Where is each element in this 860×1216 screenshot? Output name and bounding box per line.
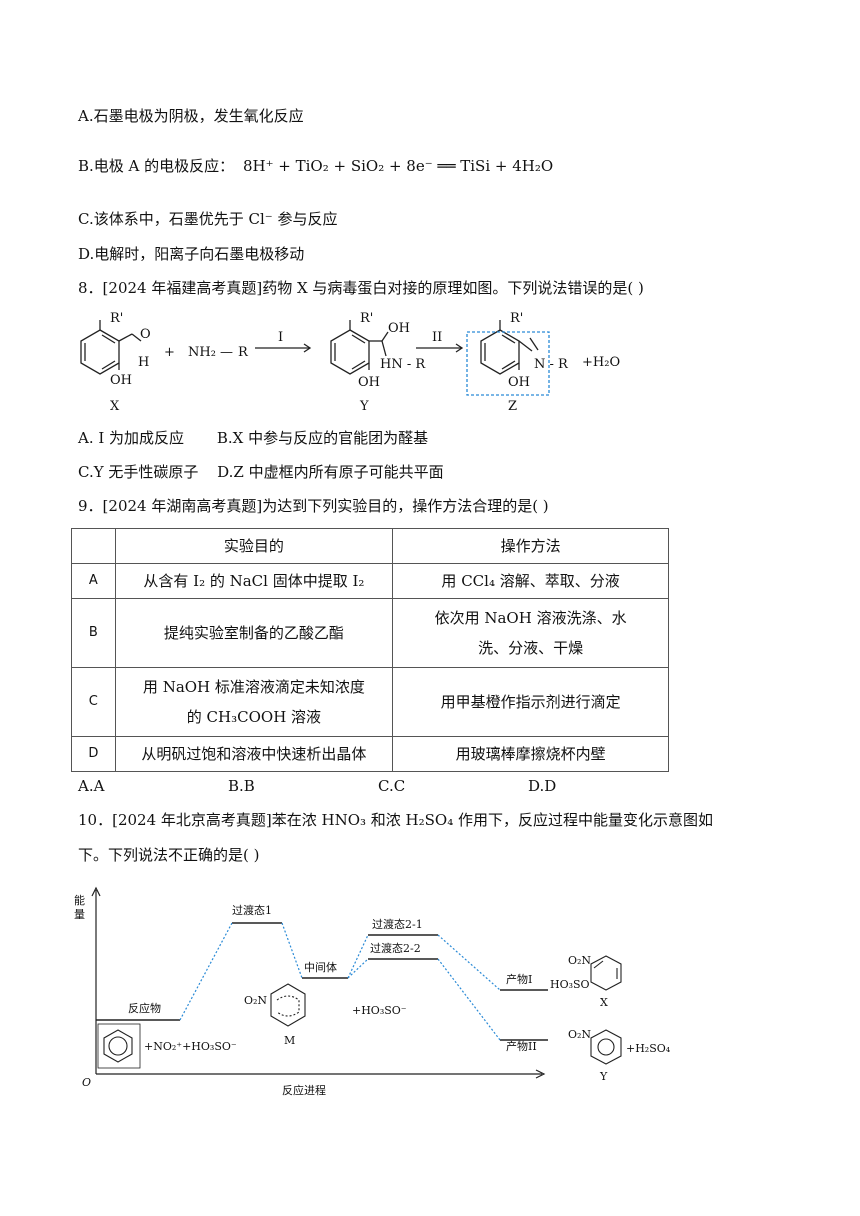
x-aldehyde-o: O: [140, 327, 151, 342]
label-product2: 产物II: [506, 1039, 537, 1053]
row-key: D: [71, 736, 116, 772]
y-oh: OH: [358, 375, 380, 390]
amine-r: R: [238, 345, 249, 360]
row-key: B: [71, 598, 116, 668]
row-method: 用甲基橙作指示剂进行滴定: [392, 667, 669, 737]
sigma-complex-m: [270, 983, 306, 1027]
q8-reaction-scheme: R' O H OH X + NH₂ — R I R' OH HN - R OH …: [80, 311, 620, 414]
q7-option-a: A.石墨电极为阴极，发生氧化反应: [78, 107, 304, 125]
label-reactants: 反应物: [128, 1001, 161, 1015]
step-1-label: I: [278, 330, 283, 345]
m-extra: +HO₃SO⁻: [352, 1004, 407, 1017]
z-oh: OH: [508, 375, 530, 390]
y-o2n: O₂N: [568, 1028, 591, 1041]
q8-option-d: D.Z 中虚框内所有原子可能共平面: [217, 463, 444, 481]
q10-stem-line2: 下。下列说法不正确的是( ): [78, 846, 260, 864]
label-ts1: 过渡态1: [232, 903, 272, 917]
y-axis-label-1: 能: [74, 893, 85, 907]
table-row: B 提纯实验室制备的乙酸乙酯 依次用 NaOH 溶液洗涤、水洗、分液、干燥: [71, 598, 669, 668]
row-purpose: 用 NaOH 标准溶液滴定未知浓度的 CH₃COOH 溶液: [114, 667, 394, 737]
table-header-row: 实验目的 操作方法: [71, 528, 669, 564]
label-y: Y: [359, 399, 369, 414]
label-ts22: 过渡态2-2: [370, 941, 421, 955]
z-benzene-ring: [480, 329, 520, 375]
amine-nh2: NH₂: [188, 345, 216, 360]
z-n-r: N - R: [534, 357, 569, 372]
amine-dash: —: [220, 345, 233, 360]
x-o2n: O₂N: [568, 954, 591, 967]
q9-option-a: A.A: [78, 777, 105, 795]
y-extra: +H₂SO₄: [626, 1042, 671, 1055]
benzene-reactant: [103, 1029, 133, 1063]
label-intermediate: 中间体: [304, 960, 337, 974]
q10-stem-line1: 10．[2024 年北京高考真题]苯在浓 HNO₃ 和浓 H₂SO₄ 作用下，反…: [78, 811, 714, 829]
q7-option-d: D.电解时，阳离子向石墨电极移动: [78, 245, 305, 263]
q9-option-b: B.B: [228, 777, 255, 795]
origin-label: O: [82, 1076, 91, 1089]
product-x-ring: [590, 955, 622, 991]
table-row: A 从含有 I₂ 的 NaCl 固体中提取 I₂ 用 CCl₄ 溶解、萃取、分液: [71, 563, 669, 599]
label-x: X: [110, 399, 120, 414]
table-row: D 从明矾过饱和溶液中快速析出晶体 用玻璃棒摩擦烧杯内壁: [71, 736, 669, 772]
q8-options-row2: C.Y 无手性碳原子 D.Z 中虚框内所有原子可能共平面: [78, 462, 444, 482]
table-row: C 用 NaOH 标准溶液滴定未知浓度的 CH₃COOH 溶液 用甲基橙作指示剂…: [71, 667, 669, 737]
q8-option-c: C.Y 无手性碳原子: [78, 463, 199, 481]
x-axis-label: 反应进程: [282, 1083, 326, 1097]
table-header-cell: [71, 528, 116, 564]
row-method: 用玻璃棒摩擦烧杯内壁: [392, 736, 669, 772]
q7-option-b-prefix: B.电极 A 的电极反应：: [78, 157, 235, 175]
q8-option-a: A. Ⅰ 为加成反应: [78, 429, 185, 447]
q8-option-b: B.X 中参与反应的官能团为醛基: [216, 429, 429, 447]
y-label: Y: [599, 1070, 608, 1083]
q9-option-d: D.D: [528, 777, 557, 795]
row-key: A: [71, 563, 116, 599]
x-benzene-ring: [80, 329, 120, 375]
reactant-formula: +NO₂⁺+HO₃SO⁻: [144, 1040, 237, 1053]
m-label: M: [284, 1034, 295, 1047]
q7-option-b-equation: 8H⁺ + TiO₂ + SiO₂ + 8e⁻ ══ TiSi + 4H₂O: [242, 157, 554, 175]
row-method: 依次用 NaOH 溶液洗涤、水洗、分液、干燥: [392, 598, 669, 668]
y-hn-r: HN - R: [380, 357, 426, 372]
q9-stem: 9．[2024 年湖南高考真题]为达到下列实验目的，操作方法合理的是( ): [78, 497, 549, 515]
step-2-label: II: [432, 330, 442, 345]
energy-diagram: 能 量 O 反应进程 反应物 过渡态1 中间体 过渡态2-1 过渡态2-2 产物…: [74, 886, 671, 1097]
q9-table: 实验目的 操作方法 A 从含有 I₂ 的 NaCl 固体中提取 I₂ 用 CCl…: [71, 528, 669, 772]
q7-option-c: C.该体系中，石墨优先于 Cl⁻ 参与反应: [78, 210, 338, 228]
x-rprime: R': [110, 311, 123, 326]
y-axis-label-2: 量: [74, 908, 85, 921]
row-purpose: 从明矾过饱和溶液中快速析出晶体: [114, 736, 394, 772]
x-oh: OH: [110, 373, 132, 388]
row-key: C: [71, 667, 116, 737]
x-ho3so: HO₃SO: [550, 978, 590, 991]
q8-stem: 8．[2024 年福建高考真题]药物 X 与病毒蛋白对接的原理如图。下列说法错误…: [78, 279, 644, 297]
z-dashed-box: [466, 331, 550, 396]
x-aldehyde-h: H: [138, 355, 149, 370]
x-label: X: [600, 996, 608, 1009]
q9-option-c: C.C: [378, 777, 406, 795]
y-rprime: R': [360, 311, 373, 326]
row-purpose: 从含有 I₂ 的 NaCl 固体中提取 I₂: [114, 563, 394, 599]
q7-option-b: B.电极 A 的电极反应： 8H⁺ + TiO₂ + SiO₂ + 8e⁻ ══…: [78, 156, 553, 176]
row-purpose: 提纯实验室制备的乙酸乙酯: [114, 598, 394, 668]
m-o2n: O₂N: [244, 994, 267, 1007]
label-z: Z: [508, 399, 517, 414]
z-rprime: R': [510, 311, 523, 326]
y-oh-top: OH: [388, 321, 410, 336]
scheme-plus: +: [164, 345, 175, 360]
row-method: 用 CCl₄ 溶解、萃取、分液: [392, 563, 669, 599]
table-header-cell: 操作方法: [392, 528, 669, 564]
label-ts21: 过渡态2-1: [372, 917, 423, 931]
label-product1: 产物I: [506, 972, 532, 986]
product-y-ring: [590, 1029, 622, 1065]
y-benzene-ring: [330, 329, 370, 375]
q8-options-row1: A. Ⅰ 为加成反应 B.X 中参与反应的官能团为醛基: [78, 428, 428, 448]
table-header-cell: 实验目的: [114, 528, 394, 564]
water-product: +H₂O: [582, 355, 620, 370]
